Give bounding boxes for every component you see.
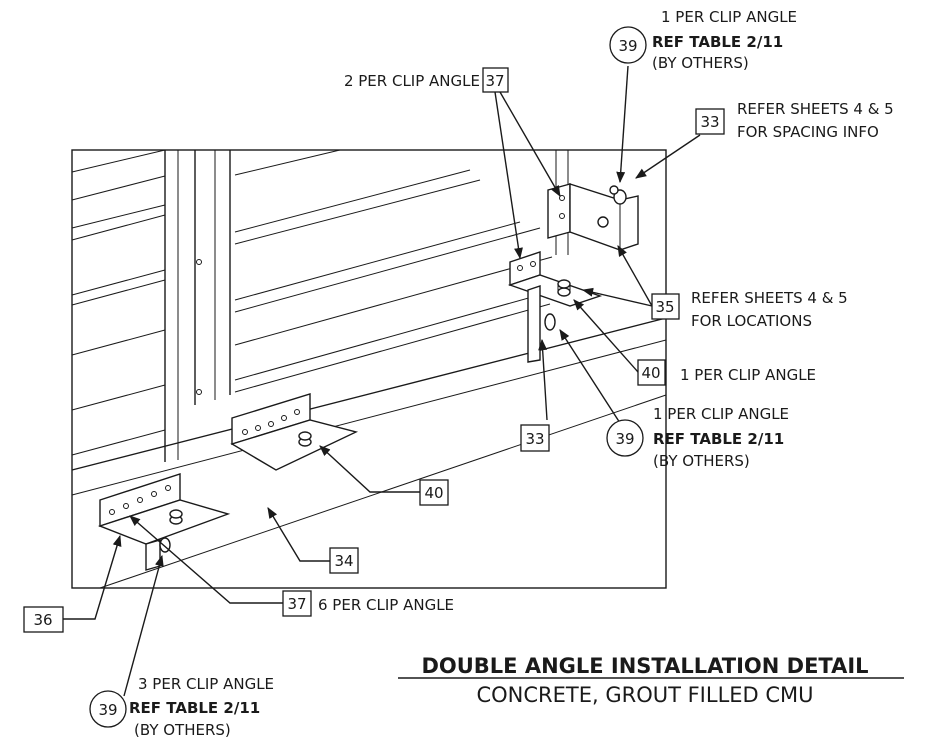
callout-40-mid: 40 <box>419 479 449 506</box>
callout-36: 36 <box>23 606 64 633</box>
callout-37-bottom: 37 6 PER CLIP ANGLE <box>282 590 454 617</box>
callout-number: 33 <box>525 430 544 448</box>
callout-reference: REF TABLE 2/11 <box>652 33 783 51</box>
callout-note: REFER SHEETS 4 & 5 <box>691 289 848 307</box>
callout-number: 35 <box>655 298 674 316</box>
callout-note: 3 PER CLIP ANGLE <box>138 675 274 693</box>
wall-opening <box>71 149 667 589</box>
clip-angle-middle-right <box>507 251 603 363</box>
callout-number: 37 <box>287 595 306 613</box>
callout-34: 34 <box>329 547 359 574</box>
louver-blades <box>71 149 553 456</box>
clip-angle-left <box>97 473 231 571</box>
clip-angle-upper-right <box>547 183 639 251</box>
callout-note: 6 PER CLIP ANGLE <box>318 596 454 614</box>
callout-39-bottom: 39 3 PER CLIP ANGLE REF TABLE 2/11 (BY O… <box>89 675 274 739</box>
callout-note: (BY OTHERS) <box>134 721 231 739</box>
callout-note: 1 PER CLIP ANGLE <box>653 405 789 423</box>
callout-note: REFER SHEETS 4 & 5 <box>737 100 894 118</box>
callout-number: 39 <box>615 430 634 448</box>
callout-33-top: 33 REFER SHEETS 4 & 5 FOR SPACING INFO <box>695 100 894 141</box>
callout-number: 37 <box>485 72 504 90</box>
callout-number: 36 <box>33 611 52 629</box>
callout-39-mid: 39 1 PER CLIP ANGLE REF TABLE 2/11 (BY O… <box>606 405 789 470</box>
callout-37-top: 2 PER CLIP ANGLE 37 <box>344 67 509 93</box>
callout-note: (BY OTHERS) <box>652 54 749 72</box>
callout-number: 39 <box>618 37 637 55</box>
callout-number: 40 <box>424 484 443 502</box>
callout-reference: REF TABLE 2/11 <box>129 699 260 717</box>
callout-35: 35 REFER SHEETS 4 & 5 FOR LOCATIONS <box>651 289 848 330</box>
callout-40-right: 40 1 PER CLIP ANGLE <box>637 359 816 386</box>
callout-number: 40 <box>641 364 660 382</box>
drawing-subtitle: CONCRETE, GROUT FILLED CMU <box>476 683 813 707</box>
callout-note: (BY OTHERS) <box>653 452 750 470</box>
callout-note: 1 PER CLIP ANGLE <box>680 366 816 384</box>
callout-number: 34 <box>334 552 353 570</box>
callout-39-top: 39 1 PER CLIP ANGLE REF TABLE 2/11 (BY O… <box>609 8 797 72</box>
callout-number: 39 <box>98 701 117 719</box>
callout-33-mid: 33 <box>520 424 550 452</box>
callout-note: 2 PER CLIP ANGLE <box>344 72 480 90</box>
callout-note: FOR SPACING INFO <box>737 123 879 141</box>
clip-angle-center <box>230 393 359 471</box>
drawing-title: DOUBLE ANGLE INSTALLATION DETAIL <box>421 654 868 678</box>
callout-reference: REF TABLE 2/11 <box>653 430 784 448</box>
title-block: DOUBLE ANGLE INSTALLATION DETAIL CONCRET… <box>398 654 904 707</box>
callout-note: 1 PER CLIP ANGLE <box>661 8 797 26</box>
callout-number: 33 <box>700 113 719 131</box>
leader-lines <box>63 65 701 697</box>
mullion <box>164 150 231 462</box>
callout-note: FOR LOCATIONS <box>691 312 812 330</box>
